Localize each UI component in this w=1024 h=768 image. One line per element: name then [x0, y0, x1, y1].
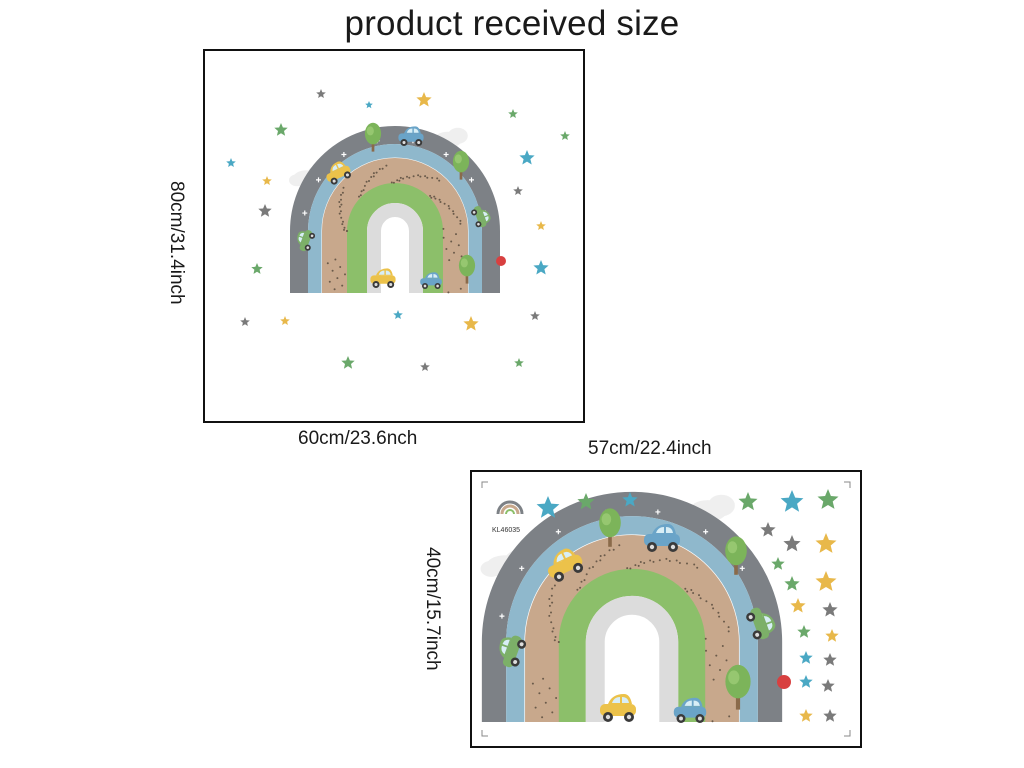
car-icon	[644, 524, 680, 552]
car-icon	[600, 694, 636, 722]
star-icon	[815, 571, 837, 591]
star-icon	[536, 496, 560, 518]
star-icon	[622, 492, 638, 507]
small-height-label: 40cm/15.7inch	[422, 547, 443, 671]
thumbnail-icon	[496, 500, 524, 515]
crop-mark	[481, 481, 488, 488]
band-brown	[322, 158, 468, 293]
road-marking	[341, 152, 347, 158]
rainbow-road-decal-large	[226, 89, 570, 371]
car-icon	[746, 607, 776, 640]
crop-mark	[844, 730, 851, 737]
star-icon	[577, 493, 595, 510]
crop-mark	[481, 730, 488, 737]
star-icon	[790, 598, 806, 613]
large-height-label: 80cm/31.4inch	[166, 181, 187, 305]
star-icon	[240, 317, 250, 326]
car-icon	[370, 268, 396, 288]
car-icon	[398, 126, 424, 146]
star-icon	[825, 629, 839, 642]
car-icon	[471, 206, 491, 228]
star-icon	[365, 101, 373, 109]
road-marking	[443, 152, 449, 158]
car-icon	[420, 272, 442, 289]
star-icon	[513, 186, 523, 195]
star-icon	[274, 123, 288, 136]
star-icon	[530, 311, 540, 320]
band-light	[367, 203, 423, 293]
road-inner	[506, 516, 758, 722]
star-icon	[771, 557, 785, 570]
rainbow-road-decal-small	[480, 481, 851, 737]
star-icon	[799, 651, 813, 664]
tree-icon	[364, 122, 382, 152]
page-title: product received size	[344, 4, 680, 43]
star-icon	[815, 533, 837, 553]
star-icon	[258, 204, 272, 217]
star-icon	[823, 653, 837, 666]
road-marking	[302, 210, 308, 216]
car-icon	[499, 635, 527, 668]
product-code: KL46035	[492, 527, 521, 534]
road-marking	[499, 613, 505, 619]
star-icon	[393, 310, 403, 319]
star-icon	[416, 92, 432, 107]
star-icon	[262, 176, 272, 185]
band-light	[585, 595, 679, 722]
small-decal-panel: KL46035	[470, 470, 862, 748]
road-marking	[468, 177, 474, 183]
star-icon	[821, 679, 835, 692]
star-icon	[514, 358, 524, 367]
star-icon	[533, 260, 549, 275]
star-icon	[799, 709, 813, 722]
star-icon	[536, 221, 546, 230]
star-icon	[341, 356, 355, 369]
car-icon	[673, 697, 707, 723]
band-green	[558, 568, 706, 722]
star-icon	[797, 625, 811, 638]
star-icon	[280, 316, 290, 325]
road-inner	[308, 144, 482, 293]
tree-icon	[725, 536, 747, 575]
star-icon	[760, 522, 776, 537]
star-icon	[823, 709, 837, 722]
star-icon	[560, 131, 570, 140]
star-icon	[519, 150, 535, 165]
large-decal-panel	[203, 49, 585, 423]
tree-icon	[599, 508, 621, 547]
star-icon	[508, 109, 518, 118]
tree-icon	[458, 254, 476, 284]
crop-mark	[844, 481, 851, 488]
car-icon	[547, 548, 584, 582]
road-marking	[655, 509, 661, 515]
star-icon	[783, 535, 801, 552]
tree-icon	[452, 150, 470, 180]
star-icon	[780, 490, 804, 512]
star-icon	[420, 362, 430, 371]
car-icon	[297, 230, 316, 252]
star-icon	[738, 492, 758, 511]
car-icon	[326, 161, 351, 185]
star-icon	[799, 675, 813, 688]
star-icon	[463, 316, 479, 331]
road-marking	[316, 177, 322, 183]
tree-icon	[725, 664, 751, 710]
star-icon	[226, 158, 236, 167]
small-width-label: 57cm/22.4inch	[588, 438, 712, 459]
road-marking	[555, 529, 561, 535]
stop-sign-icon	[777, 675, 791, 689]
band-green	[347, 183, 443, 293]
star-icon	[822, 602, 838, 617]
road-outer	[290, 126, 500, 293]
road-marking	[519, 565, 525, 571]
star-icon	[251, 263, 263, 274]
stop-sign-icon	[496, 256, 506, 266]
star-icon	[784, 576, 800, 591]
road-marking	[739, 565, 745, 571]
large-width-label: 60cm/23.6nch	[298, 428, 418, 449]
star-icon	[316, 89, 326, 98]
star-icon	[817, 489, 839, 509]
road-marking	[703, 529, 709, 535]
